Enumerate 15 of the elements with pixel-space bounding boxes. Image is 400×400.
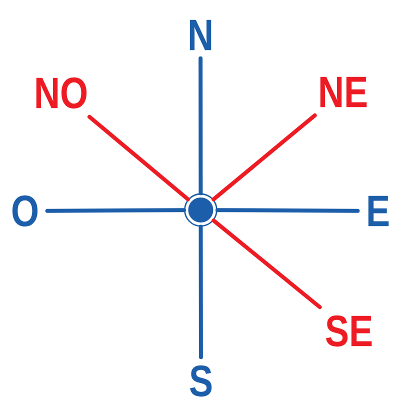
line xyxy=(198,224,203,360)
direction-label: S xyxy=(190,365,212,397)
direction-label: NO xyxy=(36,77,87,109)
line xyxy=(87,114,190,202)
line xyxy=(215,208,360,213)
direction-label: NE xyxy=(320,76,367,108)
direction-label: SE xyxy=(326,315,372,347)
direction-label: N xyxy=(190,20,212,50)
line xyxy=(198,56,203,196)
center-dot xyxy=(184,193,218,227)
direction-label: E xyxy=(368,196,389,226)
line xyxy=(45,208,186,213)
direction-label: O xyxy=(12,195,38,227)
line xyxy=(212,218,322,310)
line xyxy=(212,113,317,202)
